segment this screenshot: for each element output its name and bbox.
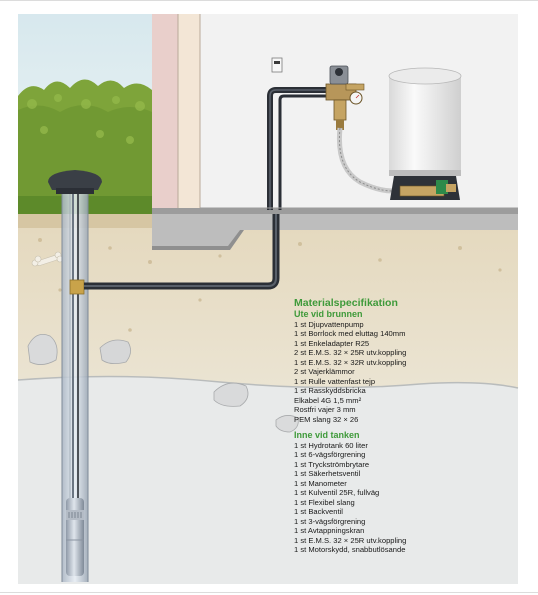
material-specification: Materialspecifikation Ute vid brunnen 1 …	[294, 298, 514, 554]
inside-list: 1 st Hydrotank 60 liter 1 st 6-vägsförgr…	[294, 441, 514, 554]
list-item: 1 st Kulventil 25R, fullväg	[294, 488, 380, 498]
well-adapter	[69, 279, 85, 295]
list-item: 1 st Backventil	[294, 507, 343, 517]
bedrock	[18, 376, 518, 584]
list-item: 1 st Motorskydd, snabbutlösande	[294, 544, 406, 554]
manifold	[325, 65, 365, 130]
inside-heading: Inne vid tanken	[294, 429, 360, 440]
bottom-border	[0, 592, 538, 593]
motor-protection-box	[271, 57, 283, 73]
list-item: Rostfri vajer 3 mm	[294, 405, 356, 415]
submersible-pump	[66, 498, 84, 576]
list-item: 1 st 3-vägsförgrening	[294, 516, 366, 526]
house-wall-inner	[178, 14, 200, 214]
hydrotank	[389, 76, 461, 176]
rock-1	[27, 333, 58, 365]
list-item: 1 st E.M.S. 32 × 32R utv.koppling	[294, 357, 407, 367]
top-border	[0, 0, 538, 1]
house-wall-outer	[152, 14, 178, 214]
list-item: 1 st Hydrotank 60 liter	[294, 440, 368, 450]
well-cap	[48, 170, 102, 190]
room	[200, 14, 518, 210]
outside-heading: Ute vid brunnen	[294, 309, 363, 319]
spec-title: Materialspecifikation	[294, 297, 398, 309]
rock-4	[275, 415, 299, 433]
rock-3	[213, 382, 249, 407]
foundation	[152, 208, 518, 250]
list-item: 1 st Avtappningskran	[294, 526, 365, 536]
list-item: 1 st Rasskyddsbricka	[294, 386, 366, 396]
outside-list: 1 st Djupvattenpump 1 st Borrlock med el…	[294, 320, 514, 424]
list-item: 1 st 6-vägsförgrening	[294, 450, 366, 460]
list-item: Elkabel 4G 1,5 mm²	[294, 395, 362, 405]
list-item: 2 st E.M.S. 32 × 25R utv.koppling	[294, 348, 407, 358]
rock-2	[99, 339, 131, 364]
list-item: 1 st Flexibel slang	[294, 497, 355, 507]
list-item: 2 st Vajerklämmor	[294, 367, 355, 377]
list-item: 1 st E.M.S. 32 × 25R utv.koppling	[294, 535, 407, 545]
list-item: 1 st Enkeladapter R25	[294, 338, 370, 348]
list-item: 1 st Rulle vattenfast tejp	[294, 376, 376, 386]
list-item: 1 st Manometer	[294, 478, 347, 488]
list-item: PEM slang 32 × 26	[294, 414, 359, 424]
list-item: 1 st Tryckströmbrytare	[294, 459, 370, 469]
list-item: 1 st Djupvattenpump	[294, 320, 364, 329]
list-item: 1 st Säkerhetsventil	[294, 469, 361, 479]
list-item: 1 st Borrlock med eluttag 140mm	[294, 329, 406, 339]
